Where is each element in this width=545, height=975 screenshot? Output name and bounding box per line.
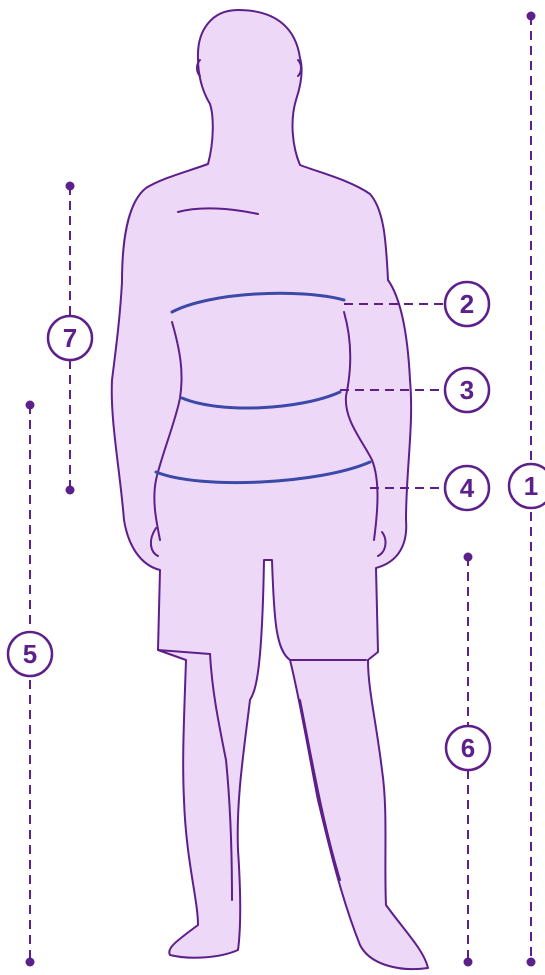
badge-2: 2 [445,282,489,326]
badge-7: 7 [48,316,92,360]
badge-3-label: 3 [460,375,474,405]
height-bottom-dot [527,958,536,967]
body-silhouette [112,10,428,969]
badge-1: 1 [509,464,545,508]
inseam-top-dot [464,553,473,562]
torso-bottom-dot [66,486,75,495]
outer-leg-top-dot [26,401,35,410]
inseam-bottom-dot [464,958,473,967]
torso-top-dot [66,182,75,191]
height-top-dot [527,12,536,21]
body-outline [112,10,428,969]
badge-5: 5 [8,632,52,676]
badge-2-label: 2 [460,289,474,319]
badge-1-label: 1 [524,471,538,501]
badge-6: 6 [446,726,490,770]
badge-3: 3 [445,368,489,412]
badge-6-label: 6 [461,733,475,763]
outer-leg-bottom-dot [26,958,35,967]
badge-4-label: 4 [460,473,475,503]
badge-5-label: 5 [23,639,37,669]
badge-4: 4 [445,466,489,510]
badge-7-label: 7 [63,323,77,353]
